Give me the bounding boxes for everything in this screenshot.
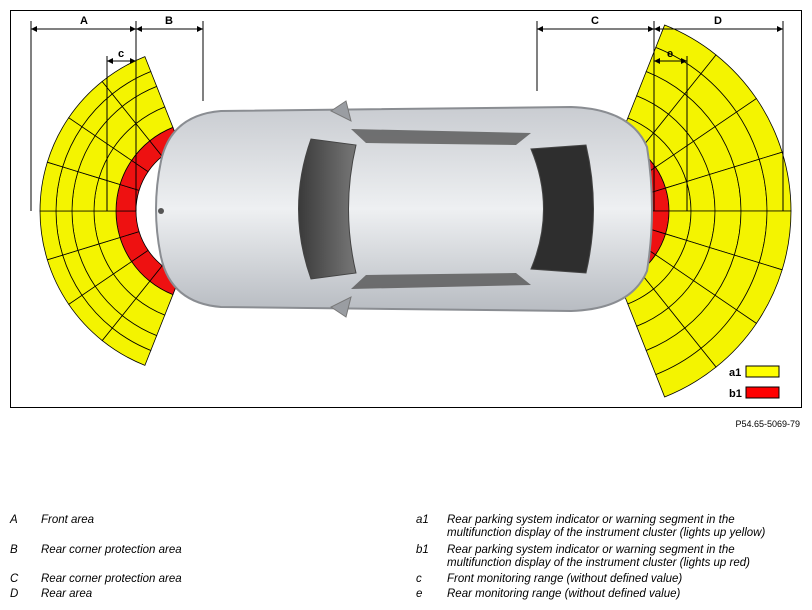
legend-key: C — [10, 573, 19, 585]
legend-text-line2: multifunction display of the instrument … — [447, 557, 750, 569]
legend-key: a1 — [416, 514, 429, 526]
parking-sensor-diagram: A B c C D e a1 b1 — [10, 10, 802, 408]
diagram-svg: A B c C D e a1 b1 — [30, 15, 792, 400]
swatch-yellow — [745, 365, 780, 378]
legend-key: D — [10, 588, 19, 600]
dimension-arrows — [31, 26, 783, 64]
legend-text-line1: Rear parking system indicator or warning… — [447, 514, 735, 526]
dim-label-c: c — [118, 48, 124, 60]
swatch-red — [745, 386, 780, 399]
dim-label-A: A — [80, 15, 88, 27]
swatch-label-a1: a1 — [729, 367, 741, 379]
legend-text: Front monitoring range (without defined … — [447, 573, 683, 585]
legend-text: Rear area — [41, 588, 93, 600]
legend-text: Rear corner protection area — [41, 544, 182, 556]
legend-key: b1 — [416, 544, 429, 556]
legend-text: Rear monitoring range (without defined v… — [447, 588, 681, 600]
legend-text-line1: Rear parking system indicator or warning… — [447, 544, 735, 556]
swatch-label-b1: b1 — [729, 388, 742, 400]
dim-label-D: D — [714, 15, 722, 27]
dim-label-C: C — [591, 15, 599, 27]
rear-zone-segment — [655, 347, 717, 398]
legend-key: B — [10, 544, 18, 556]
legend-key: e — [416, 588, 423, 600]
car-illustration — [155, 100, 653, 318]
dimension-lines — [30, 21, 784, 211]
legend-key: c — [416, 573, 422, 585]
legend-text: Rear corner protection area — [41, 573, 182, 585]
reference-code: P54.65-5069-79 — [735, 419, 800, 429]
color-legend: a1 b1 — [729, 365, 780, 400]
legend-key: A — [10, 514, 18, 526]
dim-label-B: B — [165, 15, 173, 27]
legend-text: Front area — [41, 514, 95, 526]
dim-label-e: e — [667, 48, 673, 60]
legend-text-line2: multifunction display of the instrument … — [447, 527, 766, 539]
